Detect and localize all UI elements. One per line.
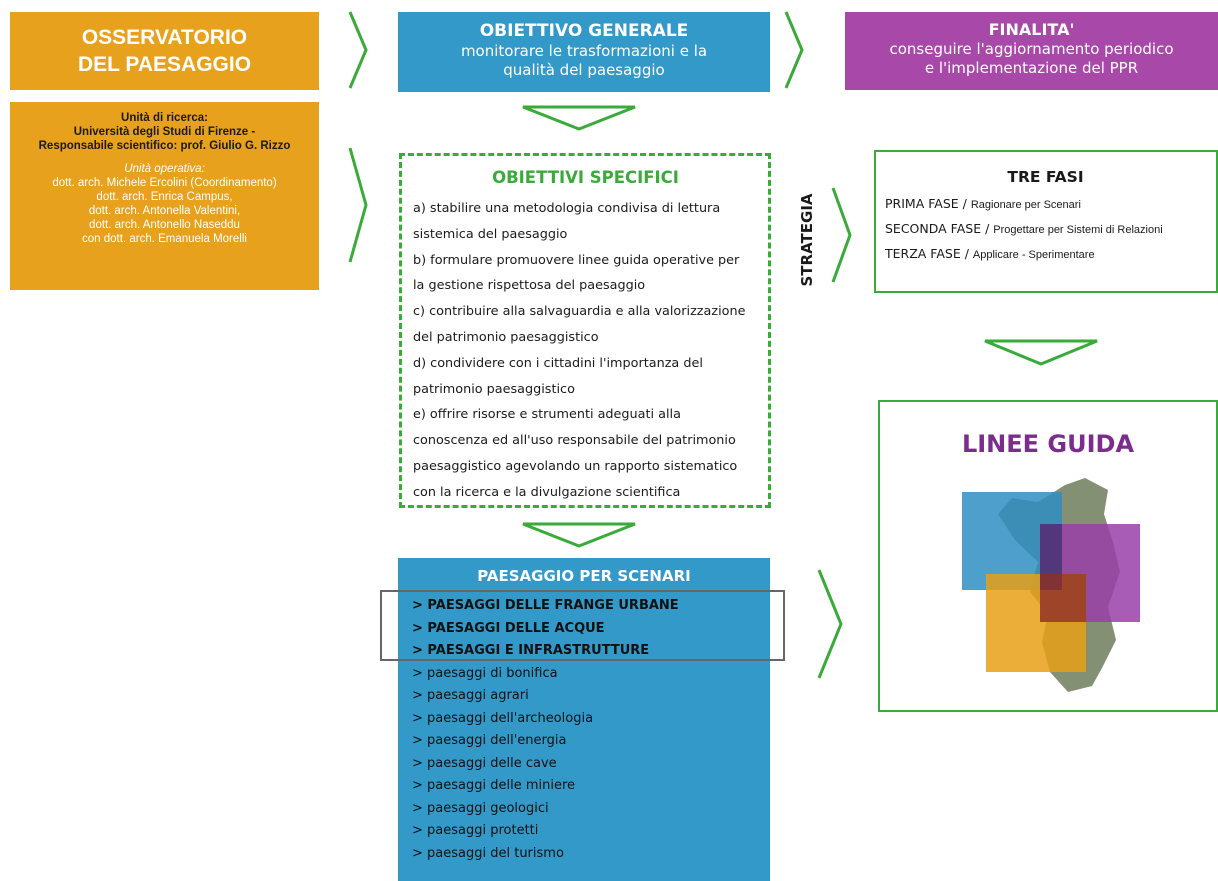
scenari-item: > paesaggi delle miniere: [412, 778, 576, 793]
unita-member: con dott. arch. Emanuela Morelli: [82, 233, 247, 245]
scenari-item: > paesaggi dell'archeologia: [412, 710, 594, 726]
strategia-label: STRATEGIA: [798, 193, 816, 286]
highlight-frame: [380, 590, 785, 661]
obiettivo-line: del patrimonio paesaggistico: [413, 329, 599, 345]
osservatorio-line2: DEL PAESAGGIO: [77, 53, 252, 76]
finalita-box: FINALITA' conseguire l'aggiornamento per…: [845, 12, 1218, 90]
arrow-down-1: [522, 105, 636, 131]
linee-guida-title: LINEE GUIDA: [961, 430, 1135, 458]
obiettivo-line: d) condividere con i cittadini l'importa…: [413, 355, 703, 371]
unita-ricerca-box: Unità di ricerca: Università degli Studi…: [10, 102, 319, 290]
unita-responsabile: Responsabile scientifico: prof. Giulio G…: [38, 140, 291, 152]
scenari-item: > paesaggi geologici: [412, 800, 549, 816]
scenari-highlighted-item: > PAESAGGI DELLE FRANGE URBANE: [412, 598, 679, 613]
fase-name: PRIMA FASE: [885, 196, 959, 211]
sardinia-map-image: [962, 478, 1140, 692]
unita-member: dott. arch. Antonella Valentini,: [88, 205, 241, 217]
scenari-item: > paesaggi del turismo: [412, 845, 564, 861]
obiettivo-line: paesaggistico agevolando un rapporto sis…: [413, 458, 738, 474]
scenari-title: PAESAGGIO PER SCENARI: [477, 567, 691, 585]
scenari-highlighted-item: > PAESAGGI E INFRASTRUTTURE: [412, 643, 650, 658]
obiettivo-generale-title: OBIETTIVO GENERALE: [479, 21, 689, 41]
fase-name: SECONDA FASE: [885, 221, 982, 236]
arrow-down-2: [522, 522, 636, 548]
obiettivo-line: a) stabilire una metodologia condivisa d…: [413, 201, 721, 216]
scenari-item: > paesaggi delle cave: [412, 755, 557, 771]
obiettivo-line: b) formulare promuovere linee guida oper…: [413, 252, 740, 268]
fase-row: PRIMA FASE / Ragionare per Scenari: [885, 196, 1081, 211]
obiettivi-specifici-box: OBIETTIVI SPECIFICI a) stabilire una met…: [399, 153, 771, 508]
arrow-right-4: [831, 187, 852, 283]
paesaggio-scenari-box: PAESAGGIO PER SCENARI > PAESAGGI DELLE F…: [398, 558, 770, 881]
fase-row: SECONDA FASE / Progettare per Sistemi di…: [885, 221, 1163, 236]
obiettivo-line: patrimonio paesaggistico: [413, 381, 575, 397]
fase-row: TERZA FASE / Applicare - Sperimentare: [885, 246, 1095, 261]
finalita-line1: conseguire l'aggiornamento periodico: [889, 40, 1174, 58]
unita-title: Unità di ricerca:: [121, 112, 208, 124]
obiettivo-line: sistemica del paesaggio: [413, 226, 568, 242]
scenari-item: > paesaggi protetti: [412, 823, 539, 838]
arrow-right-2: [784, 11, 804, 89]
tre-fasi-title: TRE FASI: [1007, 168, 1084, 186]
obiettivo-line: e) offrire risorse e strumenti adeguati …: [413, 407, 681, 423]
unita-university: Università degli Studi di Firenze -: [73, 126, 256, 138]
fase-desc: Applicare - Sperimentare: [972, 249, 1095, 261]
obiettivo-generale-box: OBIETTIVO GENERALE monitorare le trasfor…: [398, 12, 770, 92]
obiettivo-generale-line1: monitorare le trasformazioni e la: [460, 42, 708, 60]
fase-name: TERZA FASE: [885, 246, 961, 261]
linee-guida-box: LINEE GUIDA: [878, 400, 1218, 712]
scenari-item: > paesaggi dell'energia: [412, 733, 567, 748]
overlap-dark: [1040, 524, 1062, 590]
osservatorio-line1: OSSERVATORIO: [81, 26, 248, 49]
fase-desc: Progettare per Sistemi di Relazioni: [993, 224, 1163, 236]
obiettivo-line: con la ricerca e la divulgazione scienti…: [413, 484, 681, 500]
finalita-line2: e l'implementazione del PPR: [924, 59, 1139, 77]
obiettivo-generale-line2: qualità del paesaggio: [503, 61, 665, 79]
unita-member: dott. arch. Michele Ercolini (Coordiname…: [52, 177, 277, 189]
obiettivo-line: c) contribuire alla salvaguardia e alla …: [413, 304, 746, 320]
obiettivo-line: la gestione rispettosa del paesaggio: [413, 278, 646, 294]
tre-fasi-box: TRE FASI PRIMA FASE / Ragionare per Scen…: [874, 150, 1218, 293]
scenari-highlighted-item: > PAESAGGI DELLE ACQUE: [412, 620, 605, 636]
unita-member: dott. arch. Antonello Naseddu: [89, 219, 240, 231]
unita-member: dott. arch. Enrica Campus,: [96, 191, 233, 203]
overlap-red: [1040, 574, 1086, 622]
strategia-text: STRATEGIA: [798, 193, 816, 286]
fase-desc: Ragionare per Scenari: [970, 199, 1081, 211]
unita-operativa-label: Unità operativa:: [124, 163, 205, 175]
arrow-down-3: [984, 339, 1098, 366]
finalita-title: FINALITA': [988, 20, 1075, 39]
scenari-item: > paesaggi di bonifica: [412, 665, 558, 681]
arrow-right-1: [348, 11, 368, 89]
obiettivi-specifici-title: OBIETTIVI SPECIFICI: [492, 168, 679, 187]
arrow-right-3: [348, 147, 368, 263]
osservatorio-box: OSSERVATORIO DEL PAESAGGIO: [10, 12, 319, 90]
obiettivo-line: conoscenza ed all'uso responsabile del p…: [413, 433, 736, 449]
scenari-item: > paesaggi agrari: [412, 688, 529, 703]
arrow-right-5: [817, 569, 843, 679]
